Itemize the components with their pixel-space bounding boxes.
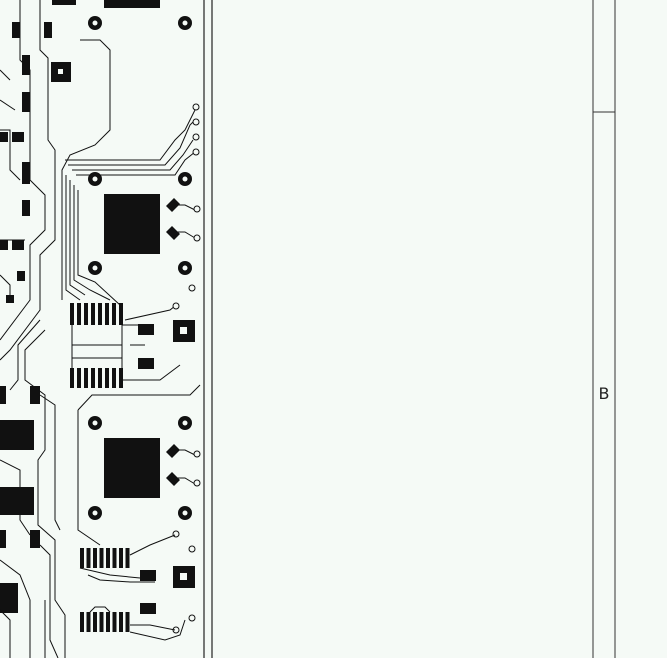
soic-pin — [125, 548, 130, 568]
soic-pin — [99, 612, 104, 632]
soic-pin — [98, 303, 102, 325]
soic-pin — [112, 368, 116, 388]
title-block-border — [592, 0, 616, 658]
top-pad-block — [104, 0, 160, 8]
soic-pin — [84, 368, 88, 388]
soic-pin — [70, 368, 74, 388]
soic-chip-2 — [80, 548, 130, 568]
soic-pin — [125, 612, 130, 632]
soic-pin — [80, 612, 84, 632]
soic-pin — [119, 368, 123, 388]
smd-pads-mid-left — [0, 386, 40, 613]
soic-pin — [77, 368, 81, 388]
soic-pin — [112, 548, 117, 568]
soic-pin — [80, 548, 84, 568]
soic-chip-3-traces — [89, 606, 186, 641]
soic-pin — [93, 548, 97, 568]
zone-label: B — [598, 384, 610, 403]
soic-pin — [119, 548, 123, 568]
soic-chip-2-traces — [79, 534, 176, 583]
soic-pin — [105, 368, 109, 388]
soic-chip-1-traces — [71, 305, 181, 381]
soic-pin — [93, 612, 97, 632]
soic-chip-3-passive — [140, 603, 156, 614]
soic-chip-3 — [80, 612, 130, 632]
smd-pads-upper-left — [0, 22, 52, 303]
soic-pin — [84, 303, 88, 325]
soic-pin — [77, 303, 81, 325]
soic-pin — [119, 303, 123, 325]
soic-chip-1 — [70, 303, 123, 388]
soic-pin — [91, 368, 95, 388]
soic-pin — [98, 368, 102, 388]
mcu-chip-2 — [88, 416, 192, 520]
soic-pin — [99, 548, 104, 568]
traces-lower — [0, 319, 201, 658]
soic-pin — [106, 548, 110, 568]
soic-pin — [119, 612, 123, 632]
top-pad-small — [52, 0, 76, 5]
soic-pin — [91, 303, 95, 325]
test-points-1 — [175, 103, 201, 292]
soic-pin — [105, 303, 109, 325]
soic-pin — [112, 303, 116, 325]
soic-pin — [86, 548, 91, 568]
soic-pin — [70, 303, 74, 325]
soic-pin — [112, 612, 117, 632]
mounting-holes-top — [88, 16, 192, 30]
soic-pin — [106, 612, 110, 632]
mcu-chip-1 — [88, 172, 192, 275]
soic-pin — [86, 612, 91, 632]
